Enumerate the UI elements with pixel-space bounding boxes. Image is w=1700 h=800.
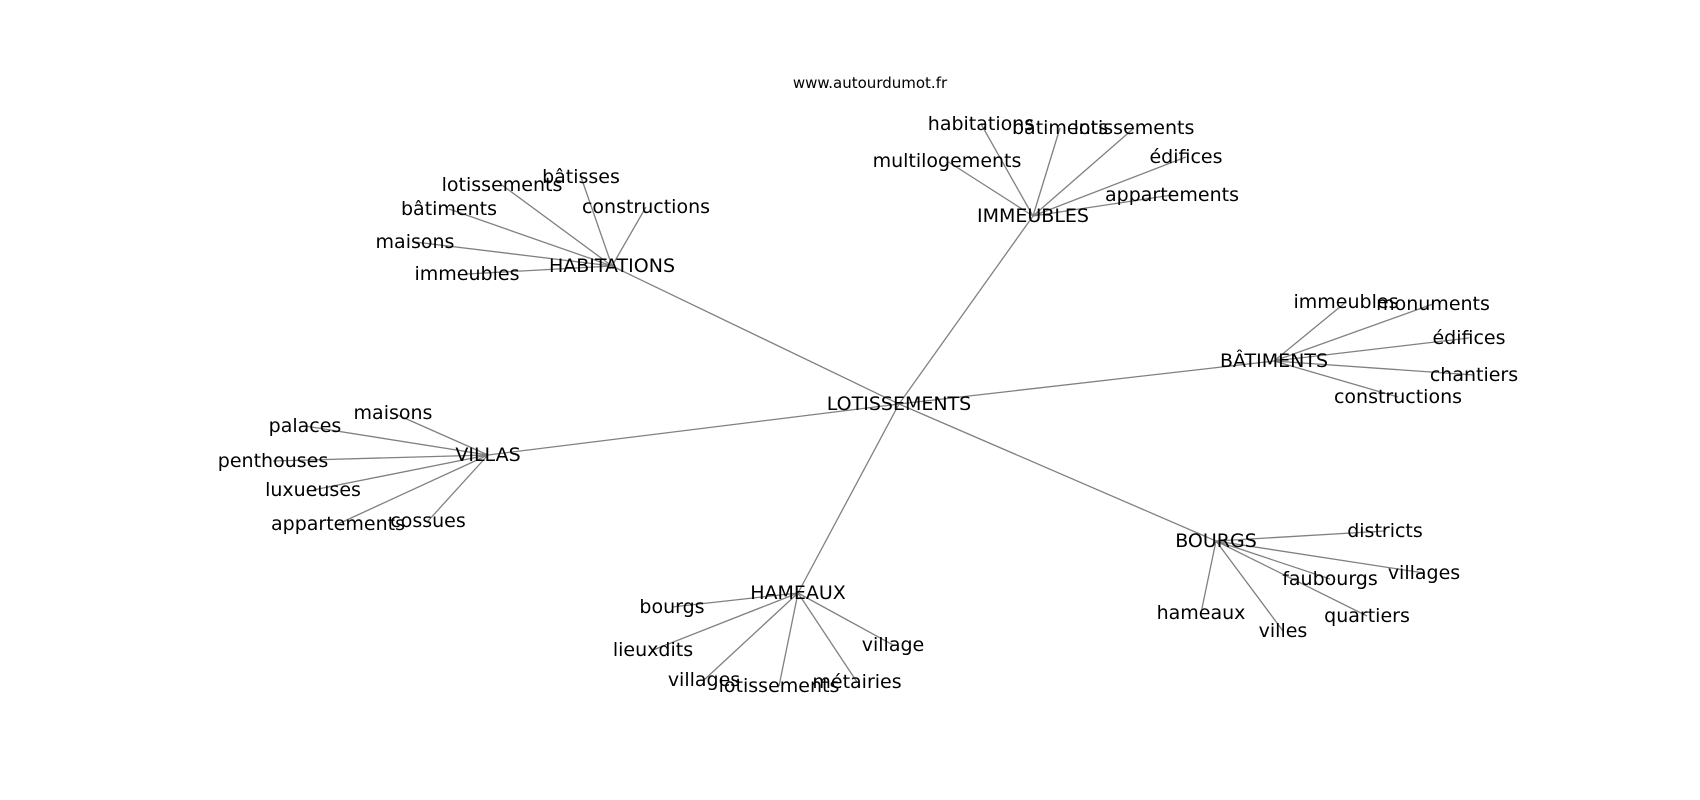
leaf-node-label[interactable]: lotissements [1074,117,1195,139]
edge-center-to-hub [611,265,900,405]
leaf-node-label[interactable]: bâtiments [1012,117,1108,139]
edge-hub-to-leaf [1273,360,1475,376]
edge-hub-to-leaf [671,592,799,608]
edge-hub-to-leaf [337,454,489,525]
leaf-node-label[interactable]: maisons [354,402,433,424]
leaf-node-label[interactable]: immeubles [1294,291,1399,313]
edge-hub-to-leaf [1273,301,1347,362]
edge-hub-to-leaf [703,592,799,681]
edge-hub-to-leaf [392,412,489,456]
edge-center-to-hub [797,403,900,594]
leaf-node-label[interactable]: édifices [1149,146,1222,168]
edge-hub-to-leaf [1032,156,1187,217]
leaf-node-label[interactable]: appartements [1105,184,1239,206]
leaf-node-label[interactable]: hameaux [1157,602,1246,624]
leaf-node-label[interactable]: quartiers [1324,605,1410,627]
leaf-node-label[interactable]: lieuxdits [613,639,693,661]
edge-hub-to-leaf [1032,127,1135,217]
edge-hub-to-leaf [611,206,647,267]
edge-hub-to-leaf [312,454,489,491]
edge-hub-to-leaf [466,265,613,275]
edge-hub-to-leaf [1273,337,1470,362]
leaf-node-label[interactable]: luxueuses [265,479,361,501]
edge-center-to-hub [487,403,900,456]
edge-hub-to-leaf [1273,303,1434,362]
leaf-node-label[interactable]: immeubles [415,263,520,285]
leaf-node-label[interactable]: habitations [928,113,1034,135]
edge-hub-to-leaf [1200,540,1217,614]
edge-hub-to-leaf [1215,530,1386,542]
leaf-node-label[interactable]: maisons [376,231,455,253]
edge-hub-to-leaf [272,454,489,462]
leaf-node-label[interactable]: édifices [1432,327,1505,349]
edge-hub-to-leaf [448,208,613,267]
leaf-node-label[interactable]: districts [1347,520,1423,542]
edge-hub-to-leaf [304,425,489,456]
edge-hub-to-leaf [501,184,613,267]
hub-node-label[interactable]: BOURGS [1175,530,1257,552]
leaf-node-label[interactable]: lotissements [719,675,840,697]
hub-node-label[interactable]: HAMEAUX [750,582,846,604]
edge-hub-to-leaf [652,592,799,651]
edge-hub-to-leaf [427,454,489,522]
leaf-node-label[interactable]: monuments [1376,293,1490,315]
leaf-node-label[interactable]: lotissements [442,174,563,196]
hub-node-label[interactable]: VILLAS [455,444,520,466]
leaf-node-label[interactable]: faubourgs [1282,568,1378,590]
hub-node-label[interactable]: IMMEUBLES [977,205,1089,227]
edge-hub-to-leaf [946,160,1034,217]
leaf-node-label[interactable]: bourgs [639,596,704,618]
edge-hub-to-leaf [414,241,613,267]
leaf-node-label[interactable]: villages [668,669,740,691]
edge-hub-to-leaf [797,592,858,683]
edge-hub-to-leaf [1215,540,1284,632]
leaf-node-label[interactable]: bâtisses [542,166,620,188]
leaf-node-label[interactable]: constructions [1334,386,1462,408]
edge-hub-to-leaf [1273,360,1399,398]
leaf-node-label[interactable]: palaces [269,415,342,437]
edge-hub-to-leaf [1032,127,1061,217]
leaf-node-label[interactable]: multilogements [873,150,1022,172]
edge-hub-to-leaf [1215,540,1331,580]
edge-center-to-hub [898,403,1217,542]
edge-hub-to-leaf [1215,540,1368,617]
edge-hub-to-leaf [1215,540,1425,574]
labels-layer: www.autourdumot.fr LOTISSEMENTS HABITATIO… [218,74,1518,697]
hub-node-label[interactable]: HABITATIONS [549,255,675,277]
leaf-node-label[interactable]: penthouses [218,450,328,472]
hub-node-label[interactable]: BÂTIMENTS [1220,349,1328,372]
edge-hub-to-leaf [1032,194,1173,217]
leaf-node-label[interactable]: villes [1259,620,1308,642]
leaf-node-label[interactable]: constructions [582,196,710,218]
leaf-node-label[interactable]: cossues [390,510,466,532]
center-node-label[interactable]: LOTISSEMENTS [827,393,971,415]
edge-hub-to-leaf [580,176,613,267]
leaf-node-label[interactable]: chantiers [1430,364,1518,386]
leaf-node-label[interactable]: village [862,634,924,656]
edge-center-to-hub [898,360,1275,405]
edges-layer [272,123,1475,687]
edge-hub-to-leaf [778,592,799,687]
leaf-node-label[interactable]: appartements [271,513,405,535]
leaf-node-label[interactable]: métairies [812,671,901,693]
leaf-node-label[interactable]: bâtiments [401,198,497,220]
edge-hub-to-leaf [797,592,894,646]
edge-center-to-hub [898,215,1034,405]
site-url[interactable]: www.autourdumot.fr [793,74,948,92]
edge-hub-to-leaf [980,123,1034,217]
leaf-node-label[interactable]: villages [1388,562,1460,584]
